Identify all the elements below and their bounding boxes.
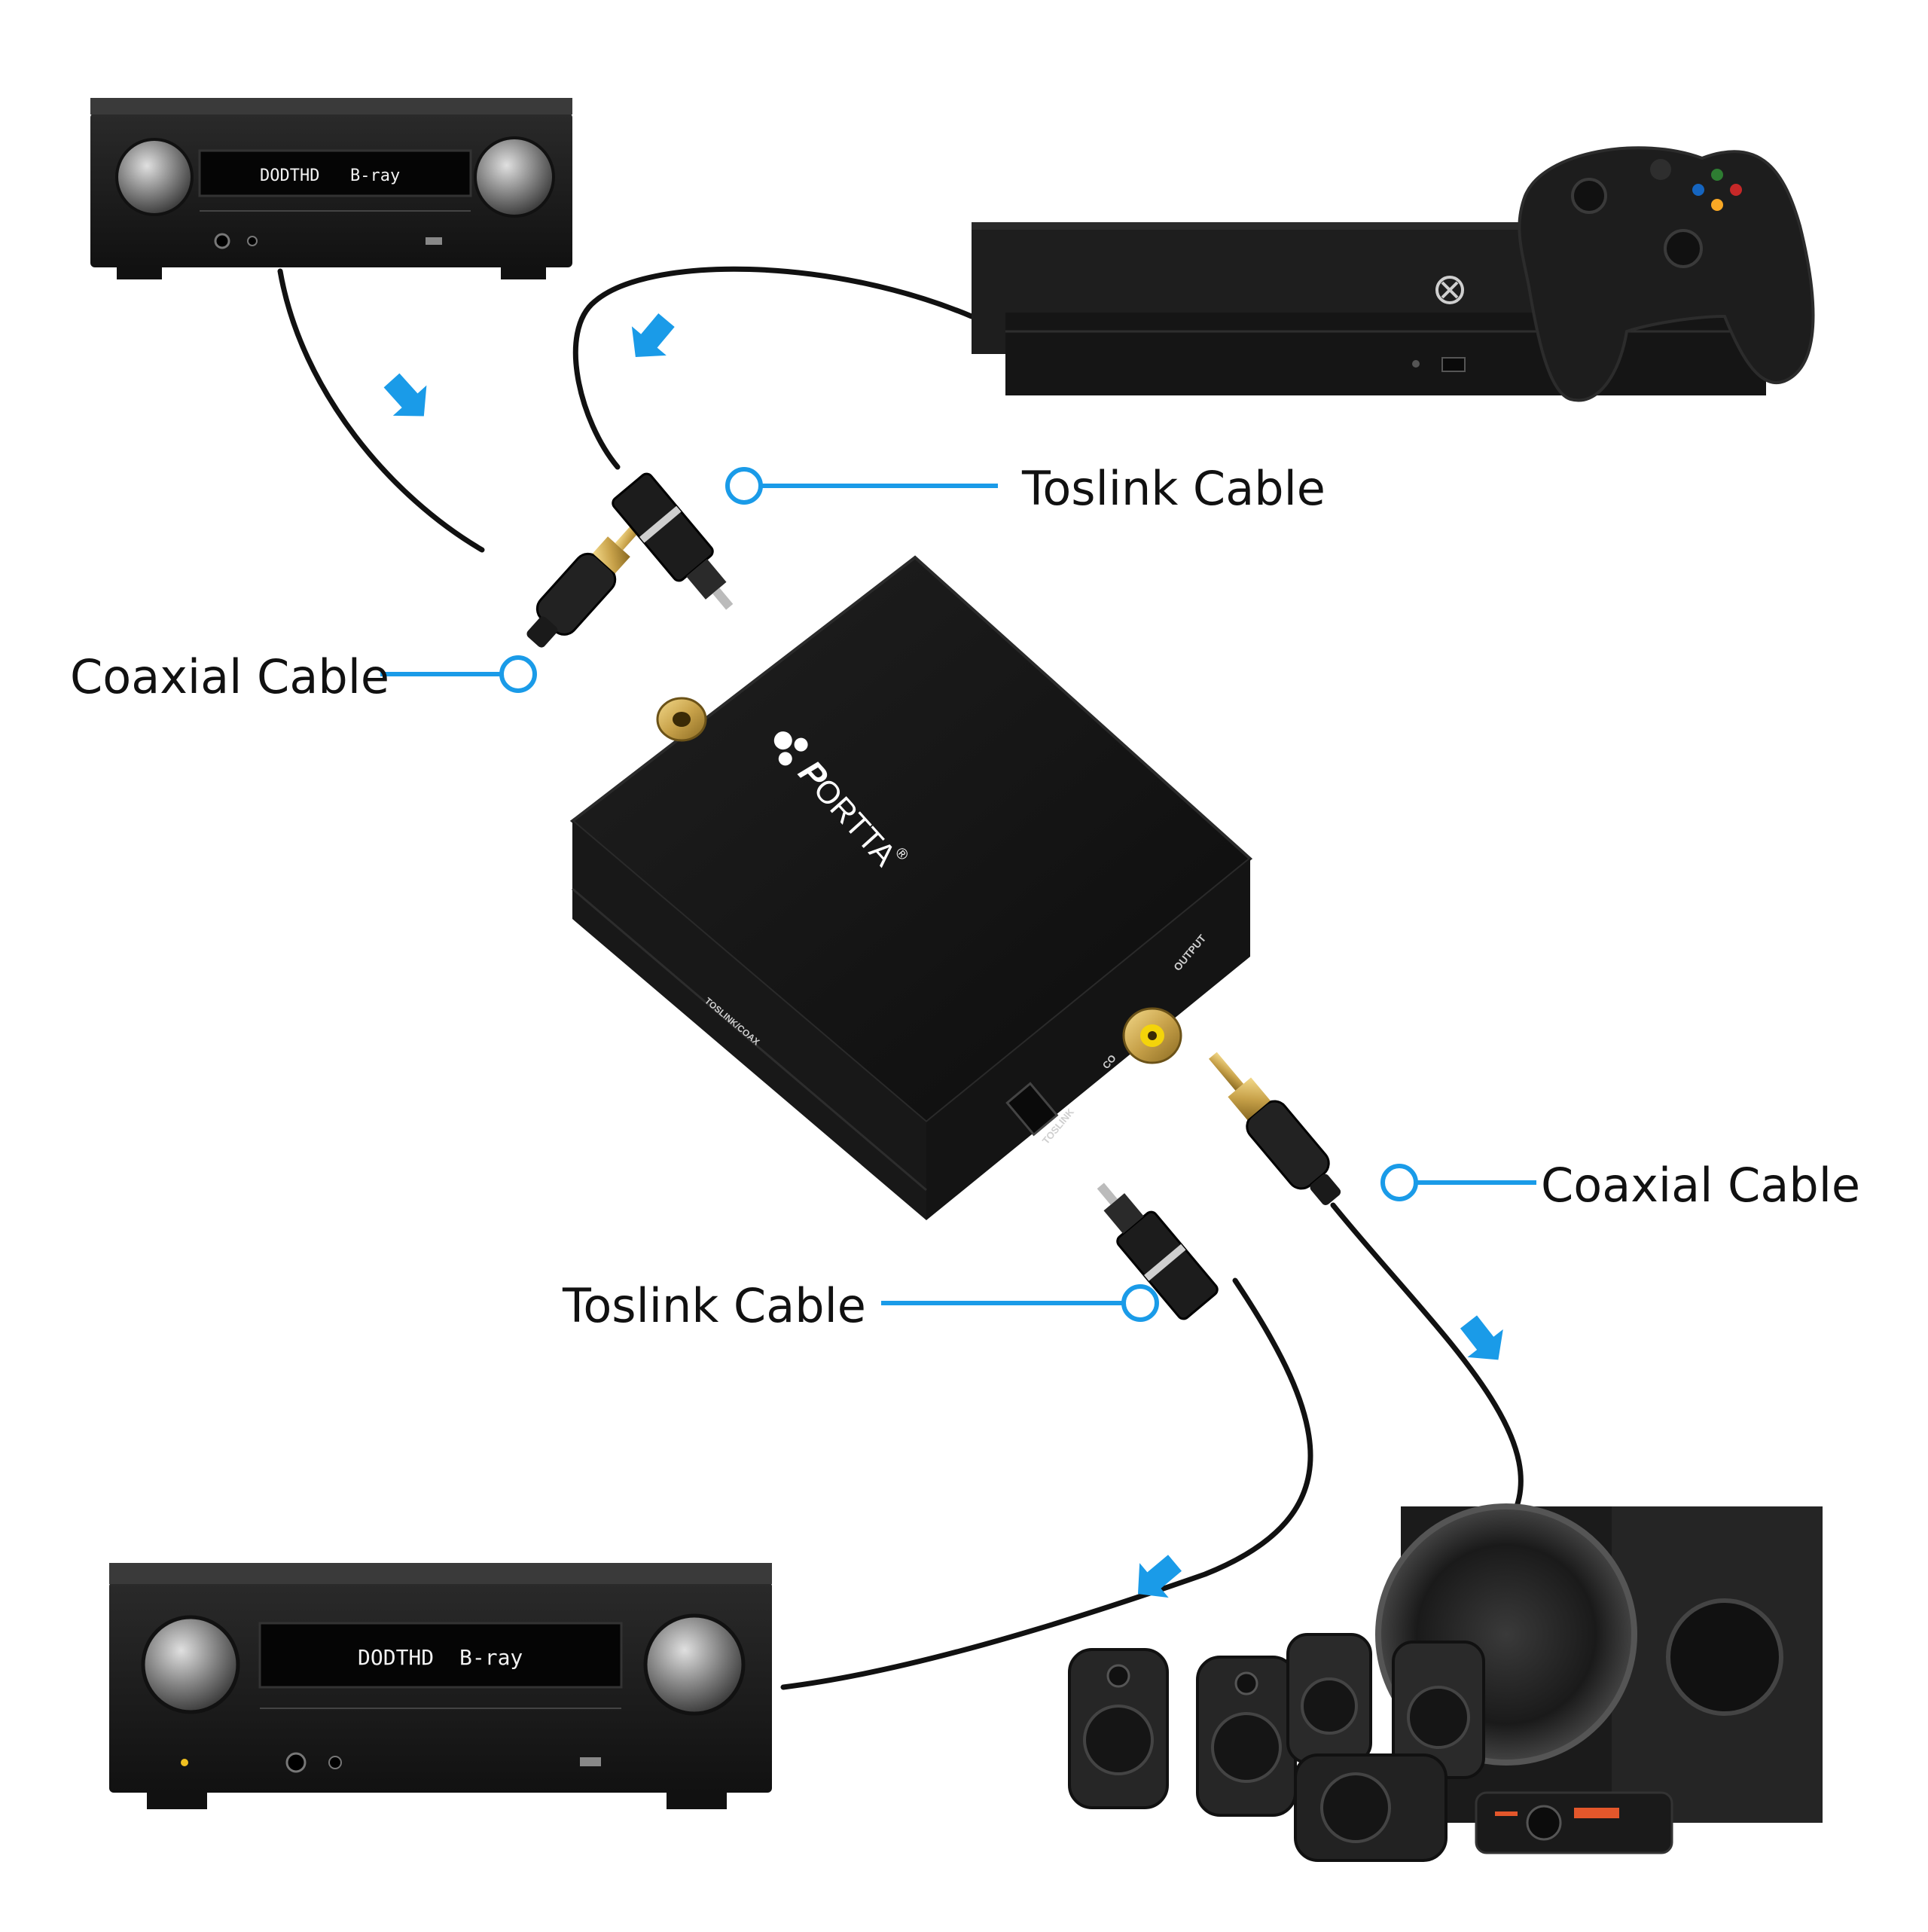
label-coaxial-cable-left: Coaxial Cable: [70, 649, 390, 704]
volume-knob-left-bottom: [141, 1615, 240, 1714]
brand-leaf-icon: [773, 731, 792, 750]
arrow-icon-toslink-in: [631, 313, 675, 358]
speaker-system: [1068, 1503, 1823, 1862]
arrow-icon-coax-in: [383, 373, 427, 417]
volume-knob-right-bottom: [643, 1613, 746, 1716]
game-controller: [1518, 146, 1815, 402]
label-coaxial-cable-right: Coaxial Cable: [1541, 1158, 1861, 1213]
callout-ring-icon-coax-left: [499, 655, 537, 693]
callouts: [380, 467, 1536, 1322]
arrow-icon-coax-out: [1460, 1315, 1503, 1360]
direction-arrows: [383, 313, 1503, 1598]
control-pod: [1475, 1791, 1673, 1854]
callout-ring-icon-coax-right: [1380, 1164, 1418, 1201]
center-speaker: [1294, 1753, 1448, 1862]
volume-knob-left: [115, 138, 194, 216]
coaxial-input-port: [656, 697, 707, 742]
coaxial-cable-output-wire: [1330, 1202, 1524, 1517]
volume-knob-right: [474, 136, 555, 218]
callout-ring-icon-toslink-bottom: [1121, 1284, 1159, 1322]
toslink-cable-input-wire: [572, 266, 975, 470]
receiver-display-left-bottom: DODTHD: [358, 1645, 434, 1670]
satellite-speaker-1: [1068, 1648, 1169, 1809]
toslink-cable-output-wire: [780, 1277, 1313, 1690]
label-toslink-cable-bottom: Toslink Cable: [563, 1278, 866, 1333]
receiver-display-left-top: DODTHD: [260, 166, 319, 185]
satellite-speaker-2: [1196, 1656, 1297, 1817]
toslink-output-port: [1005, 1082, 1059, 1137]
satellite-speaker-4: [1392, 1641, 1485, 1779]
xbox-logo-icon: [1435, 276, 1464, 304]
satellite-speaker-3: [1286, 1633, 1372, 1764]
toslink-plug-output: [1097, 1183, 1219, 1320]
callout-ring-icon-toslink-top: [725, 467, 763, 505]
coaxial-cable-input-wire: [277, 268, 485, 553]
audio-converter: P ORTTA ® OUTPUT TOSLINK CO TOSLINK/COAX: [569, 555, 1253, 1220]
av-receiver-bottom: DODTHD B-ray: [109, 1563, 772, 1809]
arrow-icon-toslink-out: [1137, 1555, 1182, 1598]
toslink-plug-input: [612, 472, 734, 610]
coaxial-plug-output: [1209, 1051, 1341, 1205]
av-receiver-top: DODTHD B-ray: [90, 98, 572, 279]
receiver-display-right-top: B-ray: [350, 166, 400, 185]
label-toslink-cable-top: Toslink Cable: [1022, 461, 1326, 516]
receiver-display-right-bottom: B-ray: [459, 1645, 523, 1670]
coaxial-output-port: [1122, 1007, 1182, 1064]
cables: [277, 266, 1524, 1690]
